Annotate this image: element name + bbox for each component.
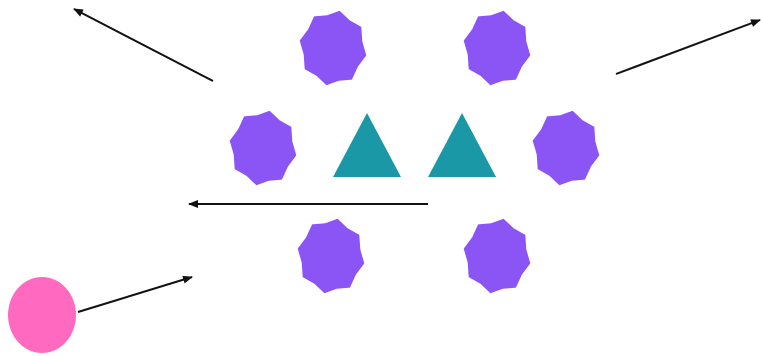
arrow-upper-right xyxy=(615,19,761,75)
arrow-upper-left xyxy=(73,8,214,82)
octagon-bottom-right xyxy=(463,218,531,294)
triangle-left xyxy=(333,113,401,177)
octagon-top-right xyxy=(463,10,531,86)
shapes-layer xyxy=(8,10,600,353)
octagon-top-left xyxy=(299,10,367,86)
octagon-middle-right xyxy=(532,110,600,186)
arrow-from-circle xyxy=(77,275,193,313)
octagon-bottom-left xyxy=(297,218,365,294)
arrows-layer xyxy=(73,8,761,313)
pink-circle xyxy=(8,277,76,353)
octagon-middle-left xyxy=(229,110,297,186)
triangle-right xyxy=(428,113,496,177)
